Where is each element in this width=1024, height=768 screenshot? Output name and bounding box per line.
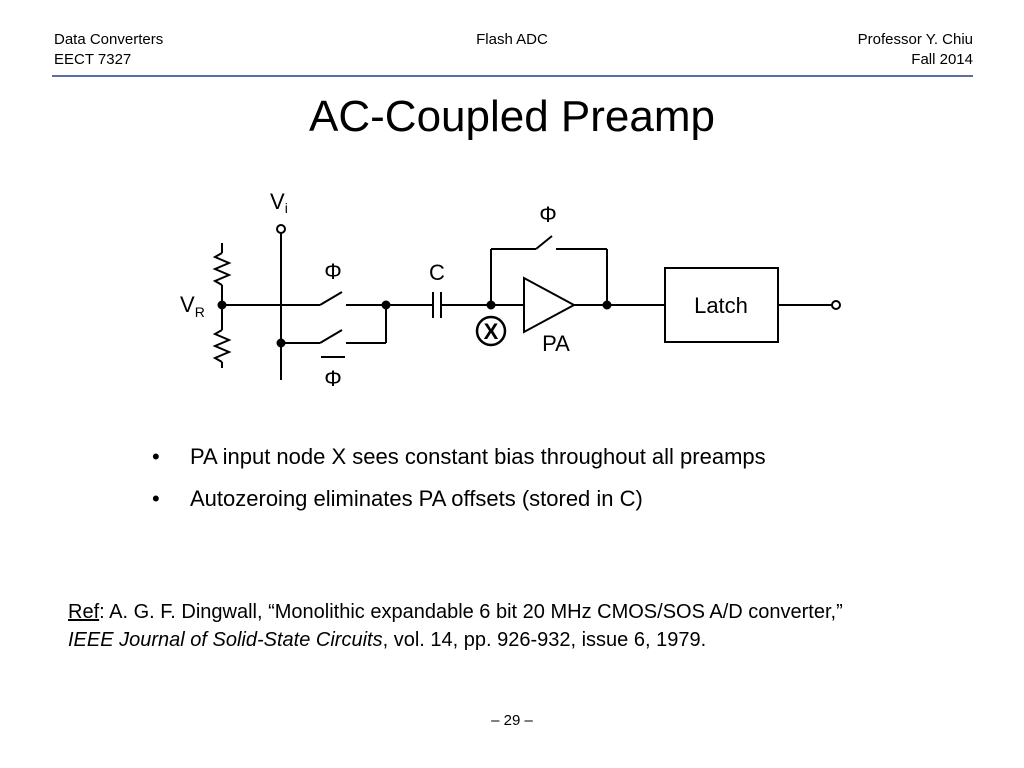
instructor-name: Professor Y. Chiu bbox=[857, 31, 973, 48]
phi-label-feedback-switch: Φ bbox=[539, 202, 557, 227]
bullet-item: • PA input node X sees constant bias thr… bbox=[150, 442, 766, 472]
slide-title: AC-Coupled Preamp bbox=[309, 92, 715, 141]
header-right: Professor Y. Chiu Fall 2014 bbox=[858, 30, 973, 70]
preamp-triangle bbox=[523, 276, 577, 334]
reference-label: Ref bbox=[68, 601, 100, 623]
phibar-label-lower-switch: Φ bbox=[324, 366, 342, 391]
header-divider bbox=[52, 75, 973, 77]
bullet-list: • PA input node X sees constant bias thr… bbox=[150, 442, 766, 526]
course-number: EECT 7327 bbox=[54, 51, 132, 68]
pa-output-node bbox=[602, 300, 612, 310]
phi-switch-upper bbox=[319, 291, 343, 306]
vr-label: VR bbox=[180, 292, 205, 320]
node-x-marker bbox=[475, 315, 507, 347]
ladder-resistor-upper bbox=[212, 252, 232, 286]
bullet-text: PA input node X sees constant bias throu… bbox=[190, 444, 766, 469]
ac-coupled-preamp-schematic: Vi VR Φ Φ Φ C X PA Latch bbox=[180, 189, 841, 391]
reference-authors-title: : A. G. F. Dingwall, “Monolithic expanda… bbox=[99, 601, 843, 623]
vi-terminal bbox=[276, 224, 286, 234]
bullet-marker: • bbox=[152, 444, 160, 469]
phi-switch-feedback bbox=[535, 235, 553, 250]
header-center: Flash ADC bbox=[0, 30, 1024, 50]
ladder-resistor-lower bbox=[212, 329, 232, 363]
reference: Ref: A. G. F. Dingwall, “Monolithic expa… bbox=[68, 598, 978, 654]
bullet-marker: • bbox=[152, 486, 160, 511]
vi-label: Vi bbox=[270, 189, 288, 216]
latch-label: Latch bbox=[694, 293, 748, 318]
phi-label-upper-switch: Φ bbox=[324, 259, 342, 284]
output-terminal bbox=[831, 300, 841, 310]
bullet-text: Autozeroing eliminates PA offsets (store… bbox=[190, 486, 643, 511]
bullet-item: • Autozeroing eliminates PA offsets (sto… bbox=[150, 484, 766, 514]
course-name: Data Converters bbox=[54, 31, 164, 48]
phibar-switch-lower bbox=[319, 329, 343, 344]
lecture-topic: Flash ADC bbox=[476, 31, 548, 48]
reference-journal: IEEE Journal of Solid-State Circuits bbox=[68, 629, 383, 651]
reference-details: , vol. 14, pp. 926-932, issue 6, 1979. bbox=[382, 629, 707, 651]
node-x-label: X bbox=[484, 319, 499, 344]
header-left: Data Converters EECT 7327 bbox=[54, 30, 163, 70]
semester: Fall 2014 bbox=[911, 51, 973, 68]
capacitor-label: C bbox=[429, 260, 445, 285]
page-number: – 29 – bbox=[491, 712, 533, 729]
preamp-label: PA bbox=[542, 331, 570, 356]
